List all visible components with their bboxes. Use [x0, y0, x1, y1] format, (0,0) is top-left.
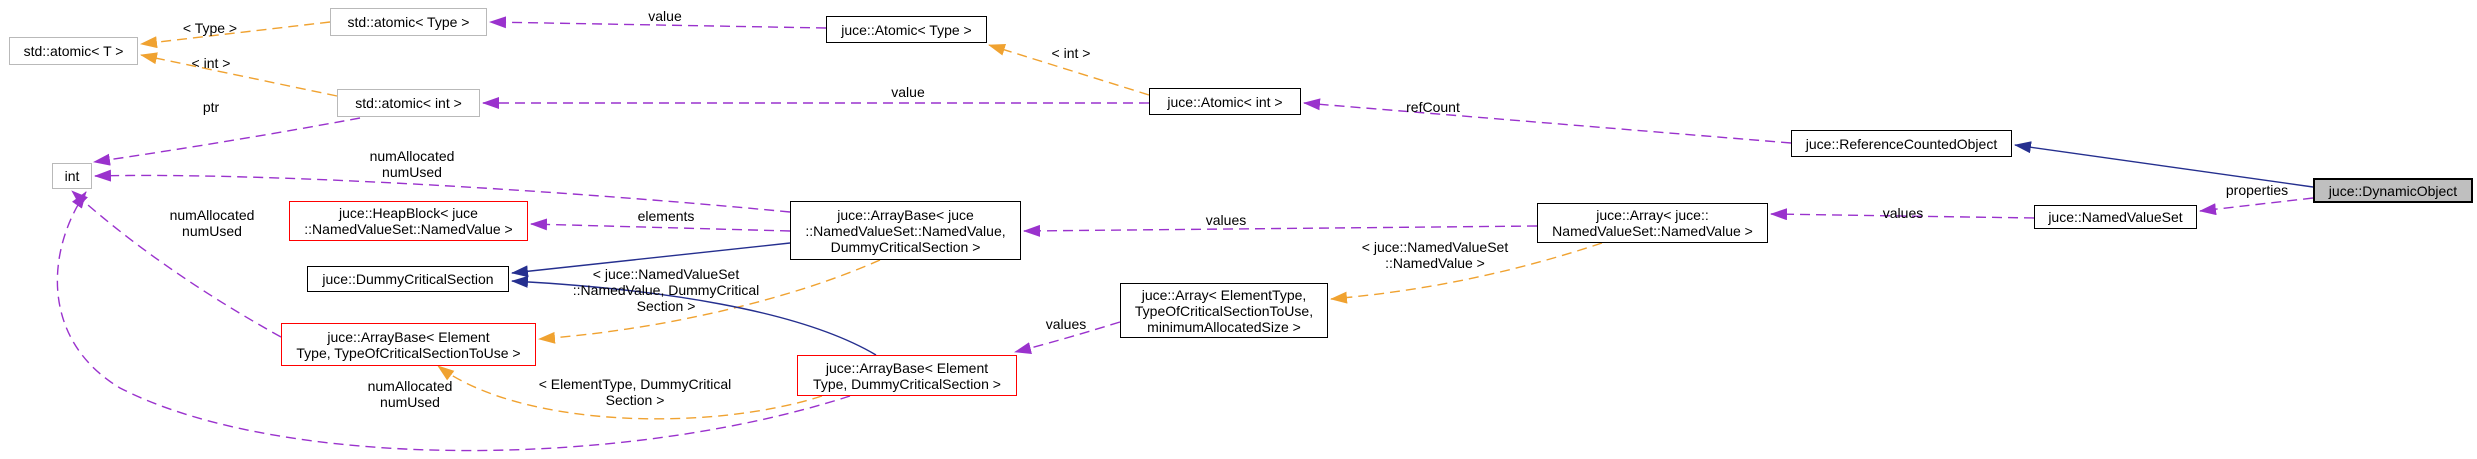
- edge-template-int-std: [140, 52, 338, 97]
- edge-elements: [530, 218, 791, 232]
- node-int: int: [52, 163, 92, 189]
- edge-numallocated-1: [94, 169, 791, 213]
- edge-values-1: [1023, 224, 1538, 237]
- node-juce-namedvalueset[interactable]: juce::NamedValueSet: [2034, 205, 2197, 229]
- edge-label-template-et-dcs: < ElementType, DummyCritical Section >: [538, 376, 732, 408]
- edge-values-3: [1014, 321, 1121, 354]
- node-juce-referencecountedobject[interactable]: juce::ReferenceCountedObject: [1791, 130, 2012, 157]
- node-juce-array-namedvalue[interactable]: juce::Array< juce:: NamedValueSet::Named…: [1537, 203, 1768, 243]
- edge-label-values-2: values: [1882, 205, 1924, 221]
- node-juce-arraybase-namedvalue[interactable]: juce::ArrayBase< juce ::NamedValueSet::N…: [790, 201, 1021, 260]
- edge-label-elements: elements: [637, 208, 695, 224]
- edge-label-template-int-juce: < int >: [1051, 45, 1091, 61]
- edge-refcount: [1303, 98, 1792, 144]
- node-juce-atomic-type[interactable]: juce::Atomic< Type >: [826, 16, 987, 43]
- edge-label-numallocated-1: numAllocated numUsed: [369, 148, 455, 180]
- edge-label-template-int-std: < int >: [191, 55, 231, 71]
- edge-label-refcount: refCount: [1406, 99, 1460, 115]
- edge-inherit-dummycs-1: [511, 242, 791, 278]
- edge-ptr: [93, 117, 361, 166]
- edge-value-type: [489, 16, 827, 29]
- edge-label-value-int: value: [891, 84, 925, 100]
- node-juce-arraybase-elementtype-tocs[interactable]: juce::ArrayBase< Element Type, TypeOfCri…: [281, 323, 536, 366]
- edge-label-values-1: values: [1205, 212, 1247, 228]
- edge-label-ptr: ptr: [202, 99, 220, 115]
- edge-label-template-nvs: < juce::NamedValueSet ::NamedValue >: [1361, 239, 1509, 271]
- edge-template-int-juce: [988, 44, 1150, 96]
- edge-label-values-3: values: [1045, 316, 1087, 332]
- node-std-atomic-t: std::atomic< T >: [9, 37, 138, 65]
- edge-label-numallocated-2: numAllocated numUsed: [169, 207, 255, 239]
- edge-template-et-dcs: [437, 365, 823, 420]
- node-juce-heapblock-namedvalue[interactable]: juce::HeapBlock< juce ::NamedValueSet::N…: [289, 201, 528, 241]
- edge-label-numallocated-3: numAllocated numUsed: [367, 378, 453, 410]
- edge-label-properties: properties: [2225, 182, 2289, 198]
- edge-numallocated-3: [56, 191, 851, 452]
- node-juce-array-elementtype[interactable]: juce::Array< ElementType, TypeOfCritical…: [1120, 283, 1328, 338]
- edge-template-nvs: [1330, 242, 1603, 304]
- node-juce-dynamicobject: juce::DynamicObject: [2313, 178, 2473, 203]
- node-juce-dummycriticalsection[interactable]: juce::DummyCriticalSection: [307, 266, 509, 292]
- node-juce-atomic-int[interactable]: juce::Atomic< int >: [1149, 88, 1301, 115]
- node-juce-arraybase-elementtype-dcs[interactable]: juce::ArrayBase< Element Type, DummyCrit…: [797, 355, 1017, 396]
- edge-properties: [2199, 197, 2314, 216]
- edge-inherit-refcounted: [2014, 141, 2314, 188]
- edge-template-nvs-dcs: [538, 259, 881, 344]
- node-std-atomic-int: std::atomic< int >: [337, 89, 480, 117]
- edge-label-value-type: value: [648, 8, 682, 24]
- node-std-atomic-type: std::atomic< Type >: [330, 8, 487, 36]
- edge-label-template-nvs-dcs: < juce::NamedValueSet ::NamedValue, Dumm…: [572, 266, 760, 314]
- edge-inherit-dummycs-2: [511, 275, 877, 356]
- edge-values-2: [1770, 208, 2035, 221]
- edge-numallocated-2: [71, 190, 282, 338]
- edge-label-template-type: < Type >: [182, 20, 238, 36]
